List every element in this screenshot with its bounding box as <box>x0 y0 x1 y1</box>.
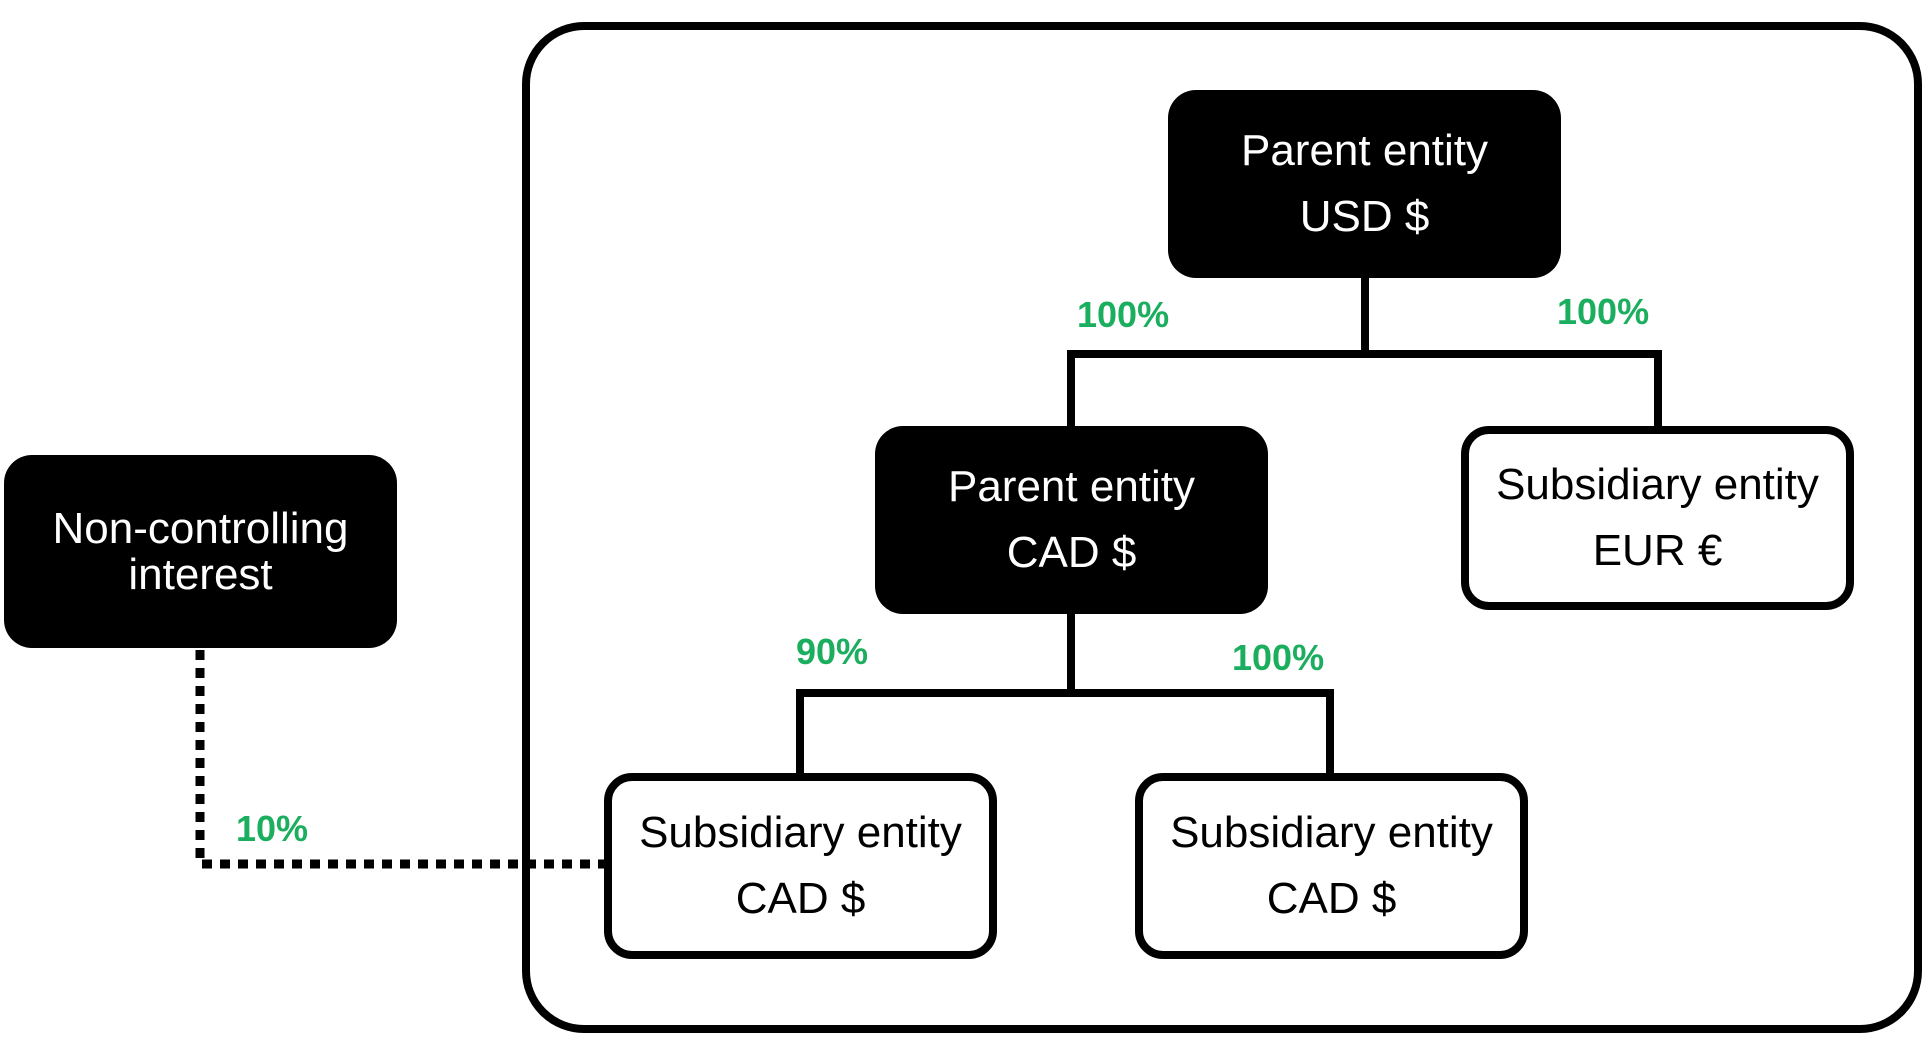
entity-name: Subsidiary entity <box>1496 460 1819 509</box>
ownership-percent-top-to-sub-eur: 100% <box>1557 291 1650 332</box>
consolidated-group-boundary <box>522 22 1922 1033</box>
ownership-percent-nci: 10% <box>236 808 309 849</box>
entity-currency: EUR € <box>1592 526 1723 575</box>
entity-name: Parent entity <box>1240 126 1489 175</box>
nci-label-line2: interest <box>128 549 273 599</box>
nci-label-line1: Non-controlling <box>52 503 349 553</box>
ownership-percent-mid-to-sub-cad-left: 90% <box>796 631 869 672</box>
subsidiary-entity-eur: Subsidiary entity EUR € <box>1461 426 1854 610</box>
entity-currency: USD $ <box>1299 192 1430 241</box>
entity-name: Subsidiary entity <box>639 808 962 857</box>
entity-name: Parent entity <box>947 462 1196 511</box>
entity-currency: CAD $ <box>1006 528 1137 577</box>
subsidiary-entity-cad-left: Subsidiary entity CAD $ <box>604 773 997 959</box>
parent-entity-usd: Parent entity USD $ <box>1168 90 1561 278</box>
ownership-percent-top-to-mid-parent: 100% <box>1077 294 1170 335</box>
entity-currency: CAD $ <box>735 874 866 923</box>
parent-entity-cad: Parent entity CAD $ <box>875 426 1268 614</box>
entity-name: Subsidiary entity <box>1170 808 1493 857</box>
subsidiary-entity-cad-right: Subsidiary entity CAD $ <box>1135 773 1528 959</box>
non-controlling-interest: Non-controlling interest <box>4 455 397 648</box>
entity-currency: CAD $ <box>1266 874 1397 923</box>
ownership-percent-mid-to-sub-cad-right: 100% <box>1232 637 1325 678</box>
